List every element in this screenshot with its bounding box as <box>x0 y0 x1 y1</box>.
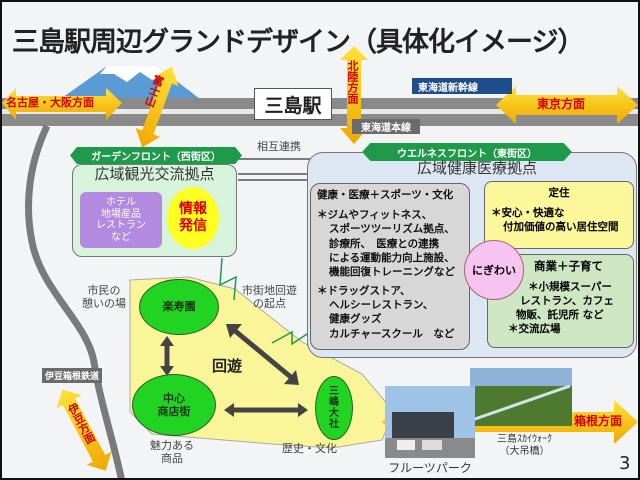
commerce-line: ＊小規模スーパー <box>528 280 612 293</box>
node-line: 三 <box>329 386 339 397</box>
shopping-street-node: 中心 商店街 <box>132 374 216 436</box>
residence-line: ＊安心・快適な <box>491 207 565 220</box>
skywalk-label: 三島ｽｶｲｳｫｰｸ （大吊橋） <box>477 434 572 457</box>
nagoya-osaka-label: 名古屋・大阪方面 <box>6 96 94 109</box>
residence-line: 付加価値の高い居住空間 <box>503 221 619 234</box>
commerce-heading: 商業＋子育て <box>534 259 603 273</box>
health-heading: 健康・医療＋スポーツ・文化 <box>317 189 454 201</box>
info-line: 発信 <box>179 218 207 234</box>
honsen-label: 東海道本線 <box>352 119 420 134</box>
health-item: 機能回復トレーニングなど <box>329 265 455 278</box>
label-line: （大吊橋） <box>499 445 550 457</box>
snow-cap <box>100 66 167 82</box>
citizen-label: 市民の 憩いの場 <box>82 284 126 310</box>
history-label: 歴史・文化 <box>282 442 337 455</box>
label-line: 市民の <box>87 284 121 297</box>
connector-zigzag <box>271 330 311 346</box>
info-line: 情報 <box>179 201 207 218</box>
health-item: による運動能力向上施設、 <box>329 251 455 264</box>
izu-hakone-railway-line <box>25 124 125 478</box>
node-line: 中心 <box>163 391 185 405</box>
hokuriku-label: 北陸方面 <box>346 60 359 104</box>
fruit-park-photo <box>385 386 475 458</box>
izu-arrow <box>56 389 112 471</box>
label-line: 三島ｽｶｲｳｫｰｸ <box>497 434 552 445</box>
node-line: 大 <box>329 408 339 419</box>
node-line: 商店街 <box>157 405 191 418</box>
label-line: の起点 <box>253 296 286 310</box>
node-line: 社 <box>329 419 339 430</box>
health-item: ＊ドラッグストア、 <box>317 285 411 298</box>
label-line: 市街地回遊 <box>242 284 297 297</box>
izu-hakone-railway-label: 伊豆箱根鉄道 <box>42 368 102 383</box>
page-number: 3 <box>619 453 631 474</box>
nagoya-osaka-arrow <box>2 88 122 120</box>
tokyo-label: 東京方面 <box>537 97 586 111</box>
facility-line: 地場産品 <box>101 208 141 220</box>
label-line: 魅力ある <box>150 439 194 452</box>
label-line: 商品 <box>161 451 183 465</box>
commerce-line: 物販、託児所 など <box>516 308 604 321</box>
fruit-park-label: フルーツパーク <box>388 461 472 475</box>
health-box: 健康・医療＋スポーツ・文化 ＊ジムやフィットネス、 スポーツツーリズム拠点、 診… <box>310 183 470 350</box>
facility-line: など <box>111 231 131 243</box>
loop-start-label: 市街地回遊 の起点 <box>242 284 297 310</box>
shinkansen-label: 東海道新幹線 <box>412 78 512 94</box>
health-item: ヘルシーレストラン、 <box>329 299 434 312</box>
label-line: 憩いの場 <box>82 296 126 310</box>
facility-line: ホテル <box>106 197 136 208</box>
residence-box: 定住 ＊安心・快適な 付加価値の高い居住空間 <box>484 181 634 249</box>
residence-heading: 定住 <box>548 187 570 199</box>
nigiwai-circle: にぎわい <box>464 240 524 300</box>
commerce-line: レストラン、カフェ <box>520 294 614 307</box>
mutual-link-label: 相互連携 <box>257 140 301 153</box>
goods-label: 魅力ある 商品 <box>150 439 194 465</box>
health-item: 健康グッズ <box>329 313 382 326</box>
rakujuen-node: 楽寿園 <box>139 279 219 335</box>
page-title: 三島駅周辺グランドデザイン（具体化イメージ） <box>12 27 584 58</box>
fuji-arrow <box>135 66 179 148</box>
loop-center-label: 回遊 <box>212 357 243 375</box>
garden-front-title: 広域観光交流拠点 <box>94 165 215 183</box>
garden-facilities: ホテル 地場産品 レストラン など <box>80 192 162 248</box>
health-item: カルチャースクール など <box>329 327 455 340</box>
health-item: スポーツツーリズム拠点、 <box>329 223 455 236</box>
health-item: 診療所、 医療との連携 <box>329 237 440 250</box>
node-line: 嶋 <box>329 397 339 408</box>
loop-arrows <box>160 324 308 417</box>
health-item: ＊ジムやフィットネス、 <box>317 209 433 222</box>
mishima-station: 三島駅 <box>254 88 332 120</box>
connector-zigzag <box>219 257 237 301</box>
facility-line: レストラン <box>96 220 146 231</box>
wellness-front-title: 広域健康医療拠点 <box>416 159 537 177</box>
info-circle: 情報 発信 <box>167 187 219 249</box>
skywalk-photo <box>470 368 572 426</box>
mishima-taisha-node: 三 嶋 大 社 <box>315 376 353 440</box>
hakone-label: 箱根方面 <box>574 414 623 428</box>
garden-front-banner: ガーデンフロント（西街区） <box>70 147 242 164</box>
tokyo-arrow <box>496 86 638 124</box>
commerce-line: ＊交流広場 <box>508 323 561 336</box>
wellness-front-banner: ウエルネスフロント（東街区） <box>362 143 572 161</box>
